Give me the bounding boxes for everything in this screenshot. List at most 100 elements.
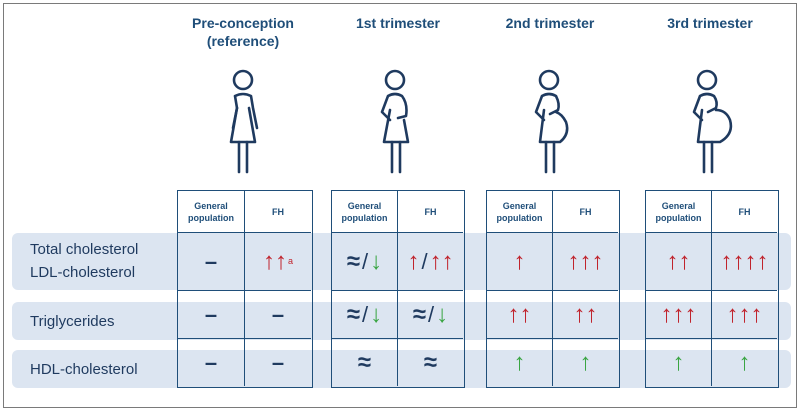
- header-fh: FH: [712, 191, 777, 233]
- decrease-arrow: ↓: [370, 247, 383, 275]
- header-fh-label: FH: [738, 206, 751, 217]
- cell-trig-general: ↑↑: [487, 291, 553, 339]
- increase-arrow: ↑: [579, 348, 592, 376]
- cell-hdl-general: ≈: [332, 339, 398, 386]
- header-general-population: General population: [487, 191, 553, 233]
- cell-trig-general: ≈/↓: [332, 291, 398, 339]
- header-fh: FH: [398, 191, 463, 233]
- increase-arrows: ↑↑↑↑: [720, 247, 769, 275]
- header-general-line1: General: [502, 200, 537, 211]
- header-general-line1: General: [347, 200, 382, 211]
- approx-equal-symbol: ≈: [412, 300, 427, 328]
- header-fh-label: FH: [579, 206, 592, 217]
- no-change-dash: –: [204, 349, 218, 375]
- header-general-population: General population: [178, 191, 245, 233]
- row-band-triglycerides: [12, 302, 791, 340]
- table-trimester-1: General population FH ≈/↓ ↑/↑↑ ≈/↓ ≈/↓ ≈…: [331, 190, 465, 388]
- cell-trig-general: –: [178, 291, 245, 339]
- cell-total-fh: ↑↑a: [245, 233, 311, 291]
- increase-arrow: ↑: [407, 247, 420, 275]
- header-general-line2: population: [341, 212, 388, 223]
- header-general-line2: population: [188, 212, 234, 223]
- table-preconception: General population FH – ↑↑a – – – –: [177, 190, 313, 388]
- increase-arrow: ↑: [672, 348, 685, 376]
- cell-hdl-general: –: [178, 339, 245, 386]
- decrease-arrow: ↓: [436, 300, 449, 328]
- stage-title-preconception: Pre-conception (reference): [168, 14, 318, 50]
- row-label-total-cholesterol: Total cholesterol: [30, 241, 139, 258]
- increase-arrows: ↑↑↑: [726, 300, 763, 328]
- pregnant-woman-icon: [692, 69, 733, 174]
- slash-separator: /: [421, 248, 428, 274]
- cell-hdl-general: ↑: [487, 339, 553, 386]
- header-general-population: General population: [332, 191, 398, 233]
- cell-trig-fh: ≈/↓: [398, 291, 463, 339]
- approx-equal-symbol: ≈: [423, 348, 438, 376]
- approx-equal-symbol: ≈: [346, 247, 361, 275]
- slash-separator: /: [362, 301, 369, 327]
- header-general-line2: population: [496, 212, 543, 223]
- cell-trig-fh: –: [245, 291, 311, 339]
- increase-arrows: ↑↑↑: [660, 300, 697, 328]
- no-change-dash: –: [204, 248, 218, 274]
- increase-arrows: ↑↑: [507, 300, 532, 328]
- header-fh-label: FH: [424, 206, 437, 217]
- stage-title-line1: Pre-conception: [192, 15, 294, 31]
- cell-total-general: ≈/↓: [332, 233, 398, 291]
- cell-total-general: ↑: [487, 233, 553, 291]
- table-trimester-2: General population FH ↑ ↑↑↑ ↑↑ ↑↑ ↑ ↑: [486, 190, 620, 388]
- woman-icon: [229, 69, 259, 174]
- pregnant-woman-icon: [534, 69, 569, 174]
- cell-hdl-fh: –: [245, 339, 311, 386]
- stage-title-trimester-2: 2nd trimester: [505, 15, 595, 31]
- cell-total-general: ↑↑: [646, 233, 712, 291]
- cell-trig-fh: ↑↑↑: [712, 291, 777, 339]
- increase-arrow: ↑: [513, 247, 526, 275]
- header-general-line2: population: [655, 212, 702, 223]
- no-change-dash: –: [204, 301, 218, 327]
- slash-separator: /: [362, 248, 369, 274]
- header-general-population: General population: [646, 191, 712, 233]
- row-band-hdl: [12, 350, 791, 388]
- stage-title-trimester-3: 3rd trimester: [667, 15, 753, 31]
- no-change-dash: –: [271, 349, 285, 375]
- stage-title-line2: (reference): [206, 33, 280, 49]
- increase-arrows: ↑↑: [666, 247, 691, 275]
- increase-arrows-text: ↑↑: [262, 247, 287, 275]
- increase-arrow: ↑: [738, 348, 751, 376]
- cell-trig-fh: ↑↑: [553, 291, 618, 339]
- pregnant-woman-icon: [380, 69, 410, 174]
- increase-arrow: ↑: [513, 348, 526, 376]
- header-fh-label: FH: [272, 206, 284, 217]
- table-trimester-3: General population FH ↑↑ ↑↑↑↑ ↑↑↑ ↑↑↑ ↑ …: [645, 190, 779, 388]
- slash-separator: /: [428, 301, 435, 327]
- increase-arrows: ↑↑a: [262, 247, 293, 275]
- increase-arrows: ↑↑: [573, 300, 598, 328]
- header-general-line1: General: [661, 200, 696, 211]
- row-label-triglycerides: Triglycerides: [30, 313, 115, 330]
- cell-total-fh: ↑↑↑↑: [712, 233, 777, 291]
- row-label-hdl: HDL-cholesterol: [30, 361, 138, 378]
- header-fh: FH: [245, 191, 311, 233]
- approx-equal-symbol: ≈: [357, 348, 372, 376]
- cell-hdl-fh: ≈: [398, 339, 463, 386]
- row-band-total-ldl: [12, 233, 791, 290]
- no-change-dash: –: [271, 301, 285, 327]
- cell-total-general: –: [178, 233, 245, 291]
- footnote-marker: a: [287, 256, 293, 266]
- decrease-arrow: ↓: [370, 300, 383, 328]
- approx-equal-symbol: ≈: [346, 300, 361, 328]
- cell-hdl-fh: ↑: [712, 339, 777, 386]
- cell-total-fh: ↑↑↑: [553, 233, 618, 291]
- cell-total-fh: ↑/↑↑: [398, 233, 463, 291]
- header-fh: FH: [553, 191, 618, 233]
- cell-hdl-fh: ↑: [553, 339, 618, 386]
- increase-arrows: ↑↑: [429, 247, 454, 275]
- cell-trig-general: ↑↑↑: [646, 291, 712, 339]
- increase-arrows: ↑↑↑: [567, 247, 604, 275]
- row-label-ldl-cholesterol: LDL-cholesterol: [30, 264, 136, 281]
- row-label-total-ldl: Total cholesterol LDL-cholesterol: [30, 238, 138, 284]
- stage-title-trimester-1: 1st trimester: [355, 15, 441, 31]
- cell-hdl-general: ↑: [646, 339, 712, 386]
- header-general-line1: General: [194, 200, 228, 211]
